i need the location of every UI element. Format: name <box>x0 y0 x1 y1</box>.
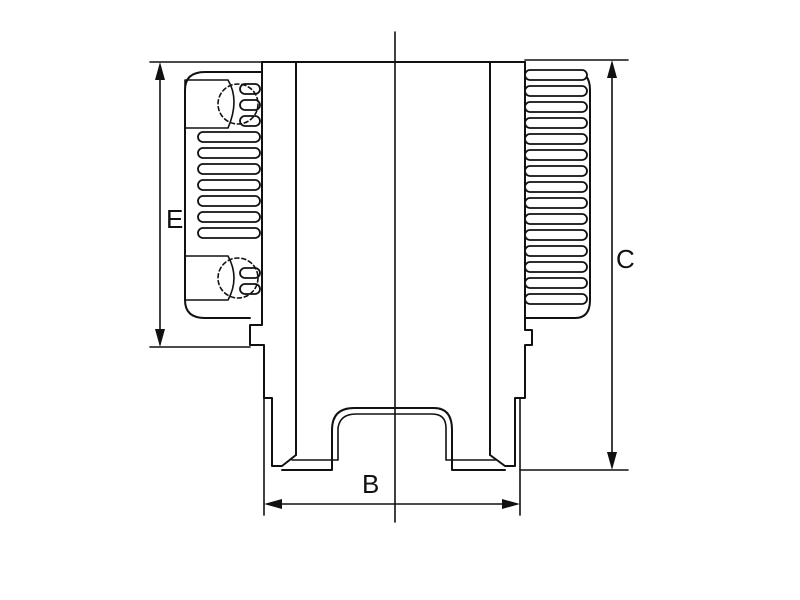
dimension-b: B <box>263 397 521 516</box>
upper-left-boss <box>184 79 235 129</box>
lower-left-boss <box>184 255 235 301</box>
dimension-c: C <box>519 59 635 471</box>
dimension-e-label: E <box>166 204 183 234</box>
left-cooling-fins <box>197 83 261 295</box>
dimension-b-label: B <box>362 469 379 499</box>
dimension-e: E <box>149 61 263 348</box>
dimension-c-label: C <box>616 244 635 274</box>
skirt-bottom <box>281 407 506 471</box>
skirt-cutout-inner <box>291 413 496 461</box>
right-cooling-fins <box>524 69 588 305</box>
